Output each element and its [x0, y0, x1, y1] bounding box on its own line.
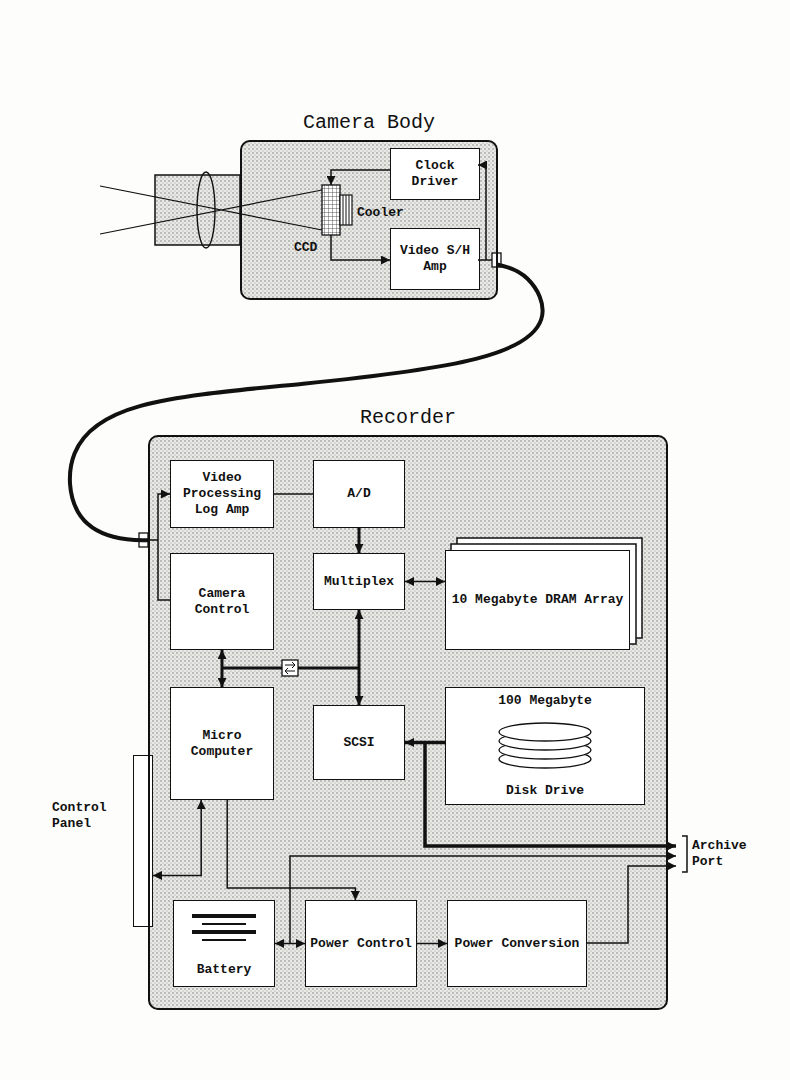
camera-wires [478, 259, 492, 261]
signal-line [358, 610, 361, 705]
signal-line [274, 493, 313, 495]
cooler-fins [343, 195, 349, 225]
battery-symbol [202, 923, 246, 925]
signal-line [405, 581, 445, 583]
block-label: Power Control [310, 936, 411, 952]
function-block: Multiplex [313, 553, 405, 610]
block-label: Video S/H Amp [395, 243, 475, 275]
archive-port-bracket [682, 836, 687, 872]
block-label: 100 Megabyte [498, 693, 592, 709]
disk-drive-box: 100 MegabyteDisk Drive [445, 687, 645, 805]
function-block: Video Processing Log Amp [170, 460, 274, 528]
signal-line [405, 741, 445, 745]
block-fill [390, 148, 480, 200]
battery-symbol [202, 939, 246, 941]
control-panel-bar: Control Panel [133, 755, 153, 927]
function-block: Micro Computer [170, 687, 274, 800]
block-fill [170, 553, 274, 650]
camera-cable [70, 265, 543, 540]
block-label: Control Panel [52, 800, 124, 832]
cooler-fins [340, 195, 352, 225]
part-label: CCD [294, 240, 334, 256]
bus-switch-symbol [285, 662, 295, 674]
part-label: Cooler [357, 205, 413, 221]
lens-illustration [100, 172, 322, 248]
cooler-fins [340, 195, 352, 225]
block-fill [445, 550, 630, 650]
block-label: Video Processing Log Amp [175, 470, 269, 518]
block-label: A/D [347, 486, 370, 502]
block-fill [447, 900, 587, 987]
camera-wires [331, 170, 390, 185]
block-label: Micro Computer [175, 728, 269, 760]
part-label: Archive Port [692, 838, 772, 870]
block-fill [170, 460, 274, 528]
signal-line [275, 943, 305, 945]
block-fill [133, 755, 153, 927]
block-label: Camera Control [175, 586, 269, 618]
lens-illustration [100, 186, 322, 234]
housing-fill [148, 435, 668, 1010]
function-block: SCSI [313, 705, 405, 780]
recorder-wires [425, 742, 676, 846]
cable-connector [139, 253, 501, 547]
block-fill [313, 553, 405, 610]
block-label: SCSI [343, 735, 374, 751]
block-heading: Camera Body [212, 111, 526, 135]
block-label: Clock Driver [395, 158, 475, 190]
block-label: Disk Drive [506, 783, 584, 799]
bus-switch-symbol [282, 660, 298, 676]
block-label: Battery [197, 962, 252, 978]
ccd-sensor [322, 185, 340, 235]
block-fill [305, 900, 417, 987]
recorder-wires [158, 494, 170, 600]
housing-fill [240, 140, 498, 300]
function-block: 10 Megabyte DRAM Array [445, 550, 630, 650]
function-block: Video S/H Amp [390, 228, 480, 290]
block-label: 10 Megabyte DRAM Array [452, 592, 624, 608]
function-block: Camera Control [170, 553, 274, 650]
signal-line [358, 528, 361, 553]
lens-illustration [197, 172, 215, 248]
function-block: A/D [313, 460, 405, 528]
block-fill [173, 900, 275, 987]
block-label: Multiplex [324, 574, 394, 590]
block-label: Power Conversion [455, 936, 580, 952]
disk-platter [499, 723, 591, 741]
ccd-sensor [322, 185, 340, 235]
archive-port-bracket [682, 836, 687, 872]
battery-symbol [192, 914, 256, 918]
signal-line [417, 943, 447, 945]
housing-block: RecorderVideo Processing Log AmpA/DCamer… [148, 435, 668, 1010]
signal-line [227, 800, 355, 900]
function-block: Power Conversion [447, 900, 587, 987]
camera-wires [331, 235, 390, 260]
block-fills [133, 140, 668, 1010]
battery-symbol [192, 930, 256, 934]
block-fill [445, 687, 645, 805]
function-block: Power Control [305, 900, 417, 987]
signal-line [221, 650, 224, 687]
block-heading: Recorder [120, 406, 696, 430]
battery-box: Battery [173, 900, 275, 987]
bus-switch-symbol [282, 660, 298, 676]
recorder-wires [587, 866, 676, 943]
signal-line [153, 800, 201, 875]
block-fill [313, 460, 405, 528]
recorder-wires [148, 494, 676, 943]
block-fill [313, 705, 405, 780]
function-block: Clock Driver [390, 148, 480, 200]
block-fill [170, 687, 274, 800]
block-fill [390, 228, 480, 290]
